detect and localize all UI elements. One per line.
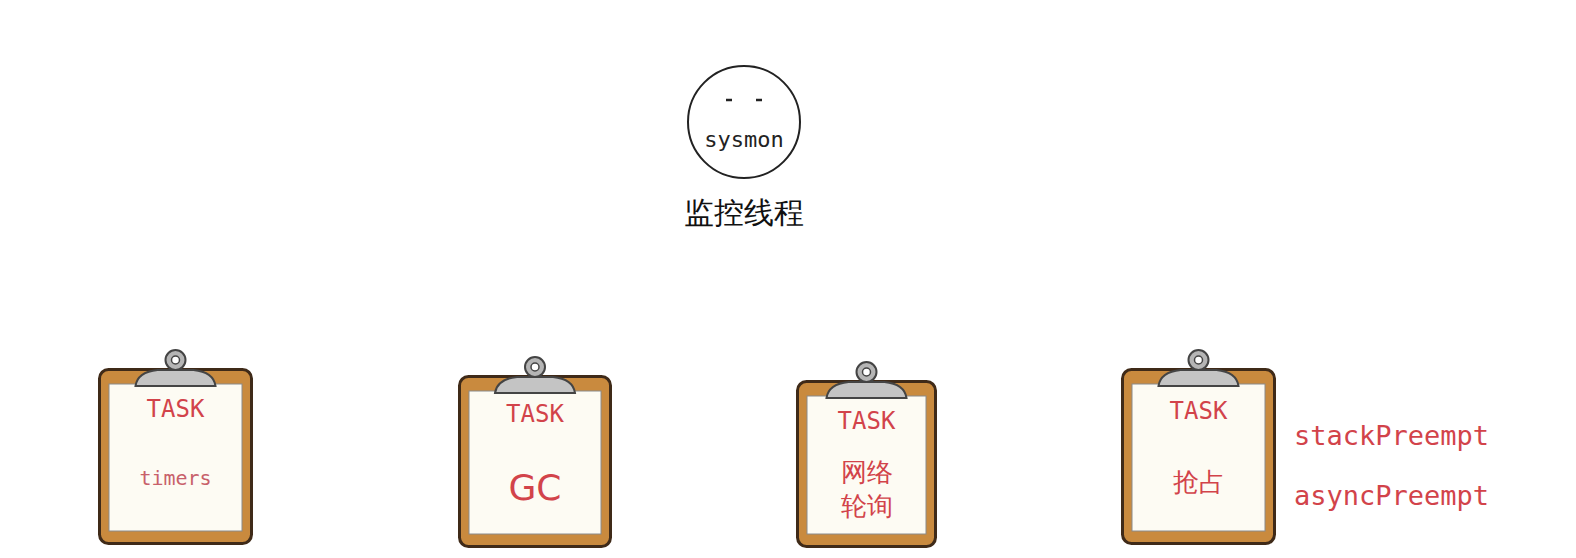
task-heading: TASK [838,406,896,437]
task-clipboard: TASK GC [458,375,612,548]
task-clipboard: TASK 抢占 [1121,368,1276,545]
task-name: 抢占 [1173,466,1225,500]
preempt-kind: asyncPreempt [1294,480,1489,511]
task-name: timers [139,465,211,491]
clipboard-outline [98,368,253,545]
circle-outline [686,64,802,180]
clipboard-outline [1121,368,1276,545]
task-heading: TASK [1170,396,1228,427]
preempt-kind: stackPreempt [1294,420,1489,451]
task-heading: TASK [147,394,205,425]
task-clipboard: TASK 网络 轮询 [796,380,937,548]
thread-caption: 监控线程 [684,193,804,232]
task-name: GC [508,465,561,512]
monitor-thread-circle: sysmon监控线程 [686,64,802,180]
task-name: 网络 轮询 [837,456,897,524]
task-clipboard: TASK timers [98,368,253,545]
thread-name: sysmon [704,126,783,155]
task-heading: TASK [506,399,564,430]
